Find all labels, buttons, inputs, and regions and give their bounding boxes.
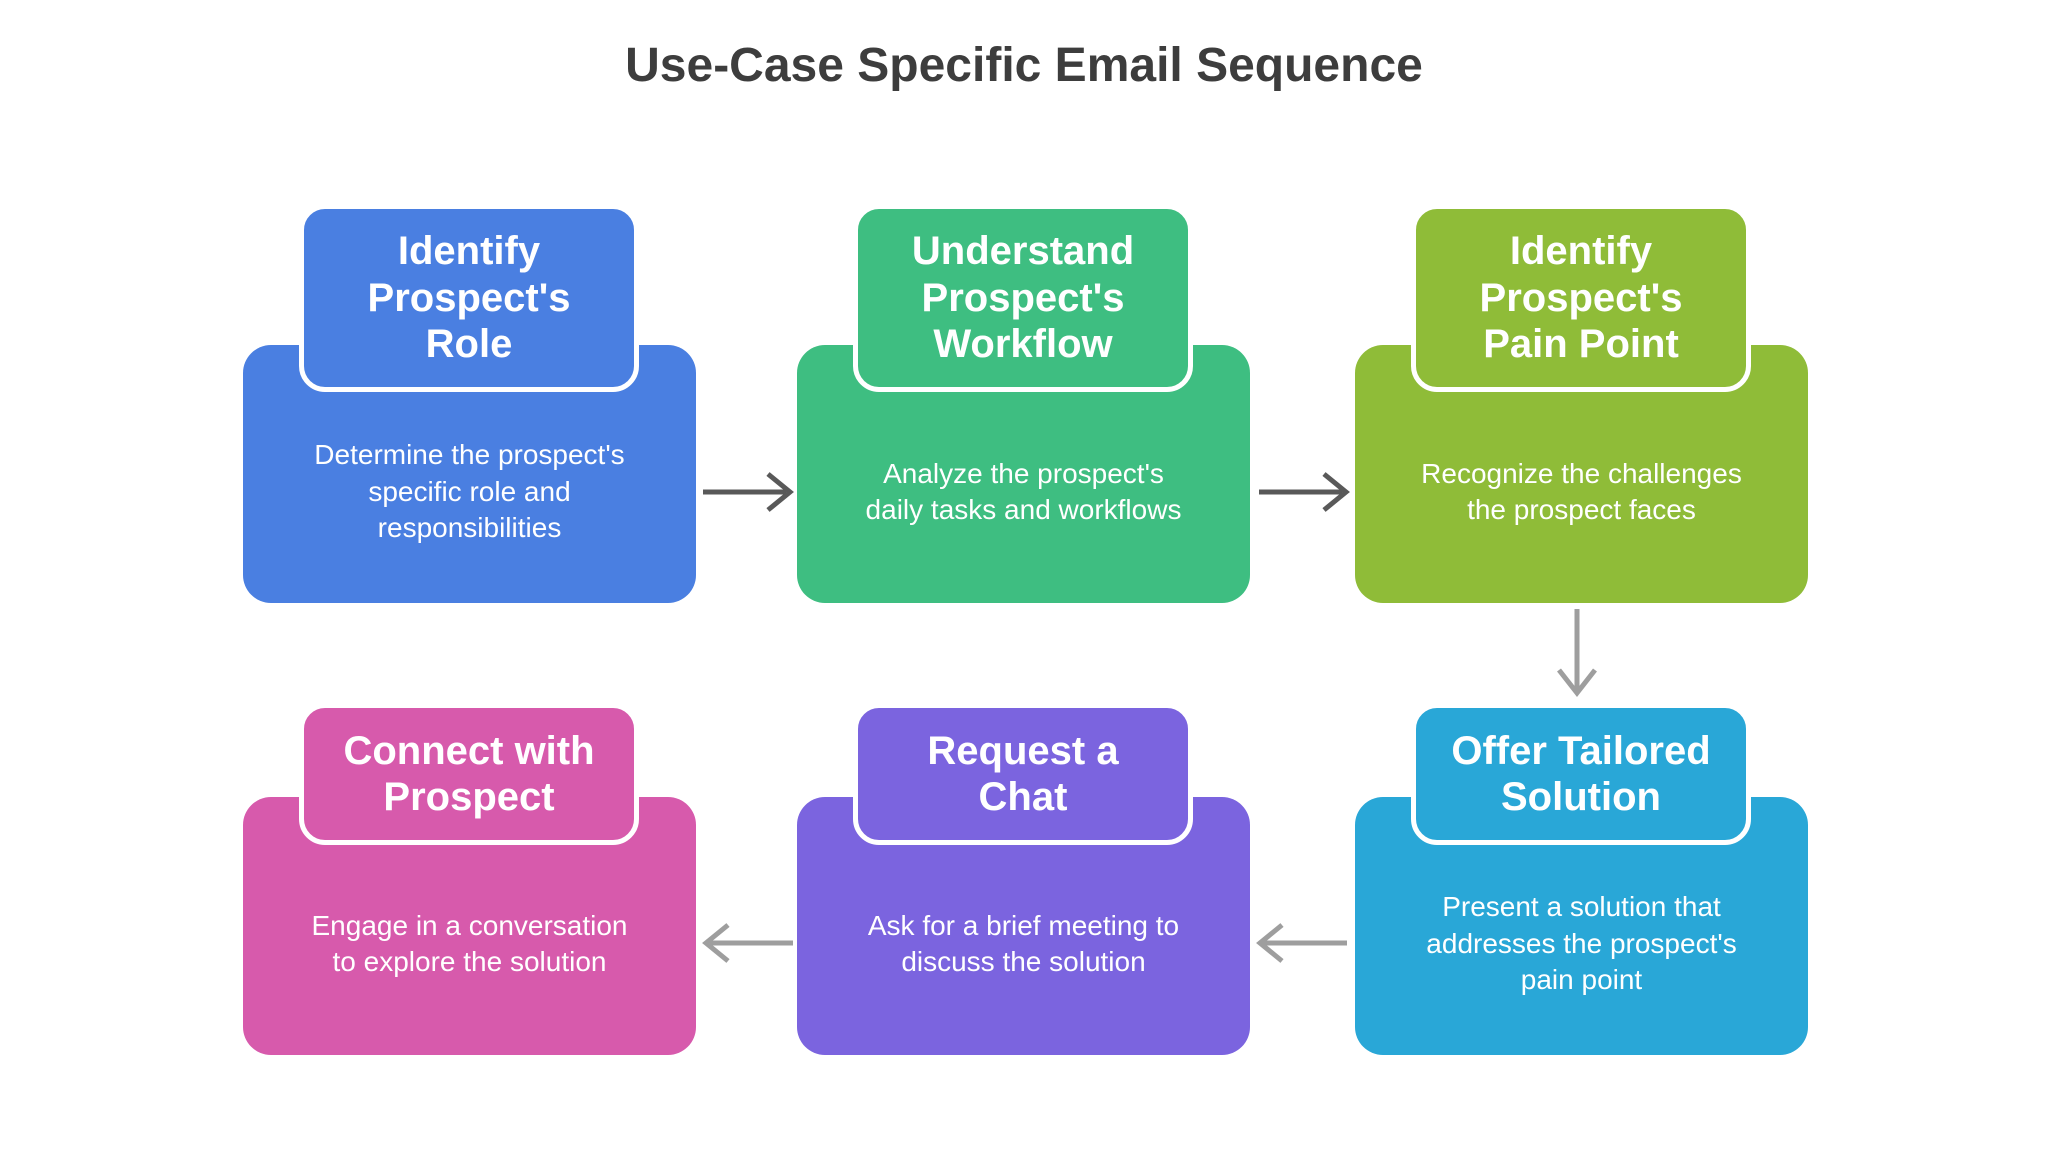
node-title: Understand Prospect's Workflow bbox=[911, 229, 1135, 367]
node-header: Connect with Prospect bbox=[299, 703, 639, 845]
node-understand-workflow: Analyze the prospect's daily tasks and w… bbox=[797, 204, 1250, 603]
arrow-down-icon bbox=[1555, 606, 1599, 698]
node-description: Engage in a conversation to explore the … bbox=[311, 909, 628, 977]
node-offer-tailored-solution: Present a solution that addresses the pr… bbox=[1355, 703, 1808, 1055]
node-identify-role: Determine the prospect's specific role a… bbox=[243, 204, 696, 603]
node-description: Analyze the prospect's daily tasks and w… bbox=[865, 457, 1182, 525]
arrow-left-icon bbox=[700, 921, 796, 965]
node-description: Recognize the challenges the prospect fa… bbox=[1421, 457, 1742, 525]
node-header: Understand Prospect's Workflow bbox=[853, 204, 1193, 392]
node-title: Request a Chat bbox=[927, 728, 1119, 819]
node-title: Identify Prospect's Role bbox=[367, 229, 571, 367]
node-description: Present a solution that addresses the pr… bbox=[1426, 891, 1737, 996]
node-title: Identify Prospect's Pain Point bbox=[1479, 229, 1683, 367]
node-description: Ask for a brief meeting to discuss the s… bbox=[867, 909, 1180, 977]
node-title: Offer Tailored Solution bbox=[1451, 728, 1711, 819]
node-identify-pain-point: Recognize the challenges the prospect fa… bbox=[1355, 204, 1808, 603]
arrow-right-icon bbox=[700, 470, 796, 514]
arrow-left-icon bbox=[1254, 921, 1350, 965]
node-header: Identify Prospect's Pain Point bbox=[1411, 204, 1751, 392]
arrow-right-icon bbox=[1256, 470, 1352, 514]
node-description: Determine the prospect's specific role a… bbox=[314, 439, 625, 544]
node-header: Offer Tailored Solution bbox=[1411, 703, 1751, 845]
node-connect-with-prospect: Engage in a conversation to explore the … bbox=[243, 703, 696, 1055]
node-header: Request a Chat bbox=[853, 703, 1193, 845]
page-title: Use-Case Specific Email Sequence bbox=[625, 39, 1423, 92]
node-header: Identify Prospect's Role bbox=[299, 204, 639, 392]
node-title: Connect with Prospect bbox=[343, 728, 595, 819]
node-request-a-chat: Ask for a brief meeting to discuss the s… bbox=[797, 703, 1250, 1055]
